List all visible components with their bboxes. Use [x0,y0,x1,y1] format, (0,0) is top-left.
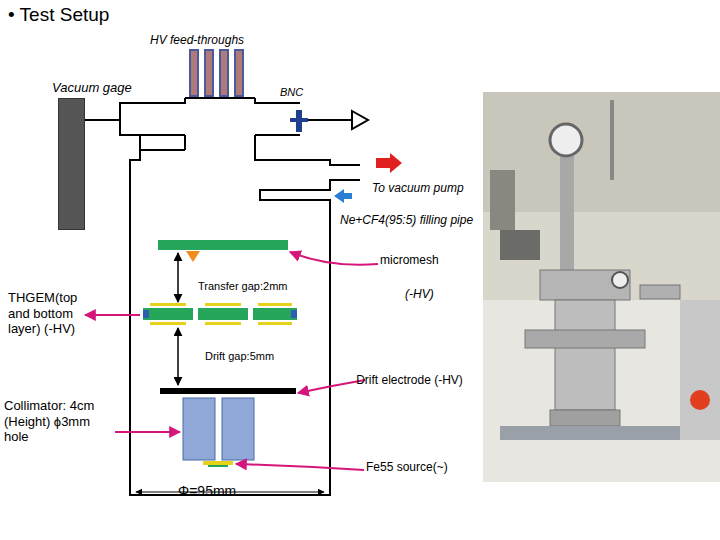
gap-arrow [177,253,179,302]
thgem-plate [143,303,297,325]
leader-line [236,464,364,470]
gap-arrow [177,328,179,385]
pump-arrow [376,153,402,173]
port-label: To vacuum pump [372,181,492,195]
fe55-source [208,465,228,467]
drift-electrode [160,388,296,394]
micromesh-marker [186,251,200,262]
micromesh [158,240,288,250]
leader-line [290,252,378,265]
dimension-label: Φ=95mm [178,483,278,500]
dimension-label: Drift gap:5mm [205,350,325,363]
part-label: Fe55 source(~) [366,460,476,474]
bnc-connector [290,110,368,132]
part-label: THGEM(top and bottom layer) (-HV) [8,290,100,337]
part-label: Collimator: 4cm (Height) ϕ3mm hole [4,398,114,445]
collimator [222,398,254,460]
part-label: micromesh [380,253,470,267]
leader-line [85,314,140,316]
apparatus-photo [483,92,720,482]
connector-label: BNC [280,86,320,99]
leader-line [115,431,180,433]
voltage-label: (-HV) [405,287,455,301]
gas-inlet-arrow [334,189,352,203]
gauge-box: Vacuum gage [40,80,150,230]
collimator [183,398,215,460]
leader-line [298,380,365,393]
gauge-body [58,98,85,230]
fe55-source [203,461,233,465]
part-label: Drift electrode (-HV) [352,373,467,387]
slide-title: • Test Setup [8,4,109,26]
dimension-label: Transfer gap:2mm [198,280,328,293]
gauge-label: Vacuum gage [52,80,150,95]
vacuum-chamber [83,98,360,495]
hv-feedthrough [190,50,243,96]
port-label: Ne+CF4(95:5) filling pipe [340,213,475,227]
part-label: HV feed-throughs [150,33,290,47]
